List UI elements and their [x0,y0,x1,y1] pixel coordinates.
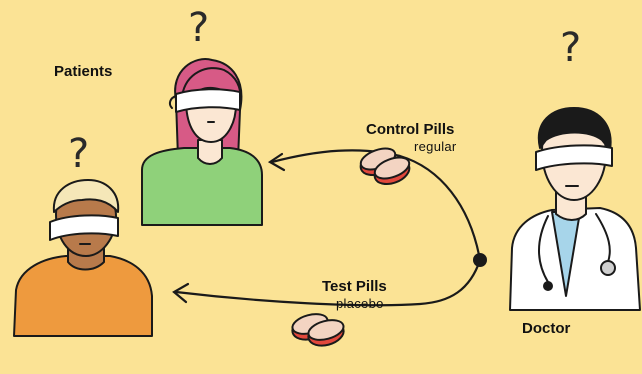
doctor-label: Doctor [522,320,571,337]
branch-dot [473,253,487,267]
boy-shirt [13,255,153,337]
pill-icon [359,147,411,186]
blindfold-icon [535,144,613,171]
boy-hair [52,179,120,213]
question-mark-icon: ? [188,5,210,51]
woman-neck [197,139,223,165]
question-mark-icon: ? [68,131,90,177]
stethoscope-icon [538,213,611,283]
arrows [172,149,482,307]
blindfold-icon [175,88,241,113]
pill-icon [291,313,345,347]
question-mark-icon: ? [560,25,582,71]
arrow-to-woman [270,149,482,262]
woman-shirt [141,147,263,226]
doctor-hair [537,107,612,151]
test-pills-sub: placebo [336,296,384,311]
control-pills-sub: regular [414,139,457,154]
patients-label: Patients [54,63,113,80]
test-pills-label: Test Pills [322,278,387,295]
arrow-head-bottom [172,282,190,304]
arrow-to-boy [174,258,482,307]
patient-woman [141,58,263,226]
arrow-head-top [267,152,286,172]
blindfold-icon [49,214,119,241]
patient-boy [13,179,153,337]
doctor [509,107,641,311]
control-pills-label: Control Pills [366,121,455,138]
